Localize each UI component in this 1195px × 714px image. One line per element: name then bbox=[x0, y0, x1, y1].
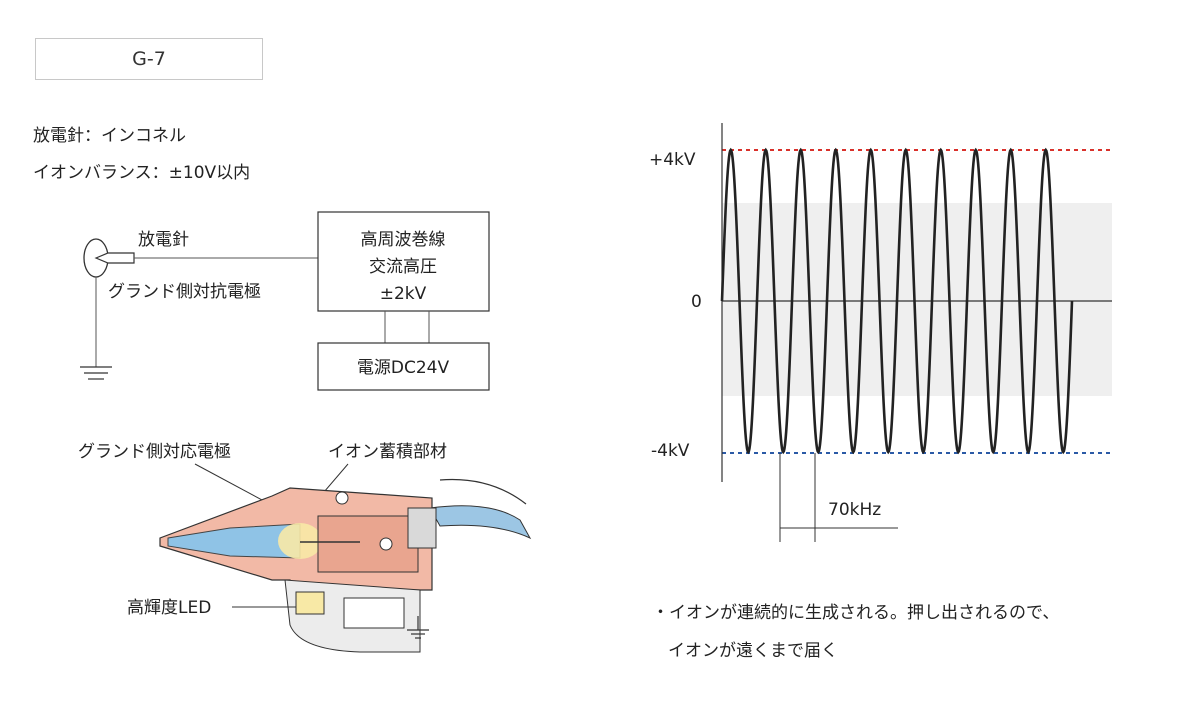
ion-balance-text: イオンバランス：±10V以内 bbox=[33, 163, 251, 183]
ion-glow bbox=[278, 523, 322, 559]
box2-label: 電源DC24V bbox=[357, 358, 450, 378]
sine-wave bbox=[720, 147, 1074, 455]
rear-connector bbox=[407, 507, 437, 549]
circuit-diagram: 高周波巻線 交流高圧 ±2kV 電源DC24V 放電針 グランド側対抗電極 bbox=[80, 211, 490, 391]
ground-electrode-label: グランド側対抗電極 bbox=[108, 282, 261, 302]
led-label: 高輝度LED bbox=[127, 598, 211, 618]
circuit-board bbox=[343, 597, 405, 629]
inner-bolt bbox=[379, 537, 393, 551]
hv-transformer-box bbox=[317, 211, 490, 312]
ionizer-gun-illustration: グランド側対応電極 イオン蓄積部材 高輝度LED bbox=[78, 442, 532, 653]
needle-label: 放電針 bbox=[138, 230, 189, 250]
top-pin bbox=[335, 491, 349, 505]
pos-label: +4kV bbox=[649, 150, 696, 170]
cable bbox=[429, 505, 532, 540]
ground-icon bbox=[80, 366, 112, 380]
frequency-label: 70kHz bbox=[828, 500, 881, 520]
dc-power-box bbox=[317, 342, 490, 391]
gun-ground-icon bbox=[407, 616, 429, 639]
inner-chamber bbox=[317, 515, 419, 573]
waveform-chart: +4kV 0 -4kV 70kHz bbox=[649, 123, 1112, 542]
handle-wire bbox=[439, 478, 527, 505]
box1-line2: 交流高圧 bbox=[369, 257, 437, 277]
box1-line3: ±2kV bbox=[380, 284, 427, 304]
zero-label: 0 bbox=[691, 292, 702, 312]
caption-line-2: イオンが遠くまで届く bbox=[668, 641, 838, 661]
needle-shape bbox=[94, 252, 135, 264]
needle-material-text: 放電針：インコネル bbox=[33, 126, 186, 146]
box1-line1: 高周波巻線 bbox=[361, 230, 446, 250]
neg-label: -4kV bbox=[651, 441, 690, 461]
led-unit bbox=[295, 591, 325, 615]
ion-storage-label: イオン蓄積部材 bbox=[328, 442, 447, 462]
figure-tag: G-7 bbox=[35, 38, 263, 80]
gun-ground-electrode-label: グランド側対応電極 bbox=[78, 442, 231, 462]
caption-line-1: ・イオンが連続的に生成される。押し出されるので、 bbox=[652, 603, 1060, 623]
